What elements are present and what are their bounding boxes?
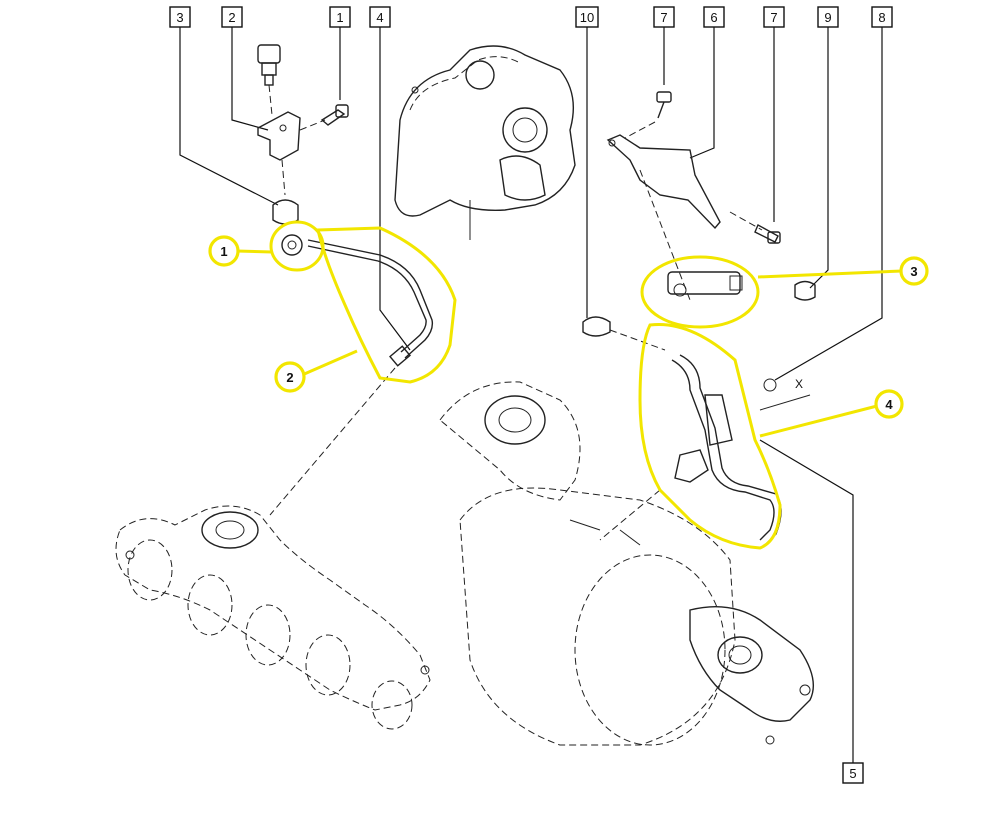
callout-9-top: 9 xyxy=(817,6,839,28)
svg-text:10: 10 xyxy=(580,10,594,25)
clamp-9 xyxy=(794,280,816,301)
svg-text:2: 2 xyxy=(286,370,293,385)
catalytic-converter xyxy=(439,381,814,746)
connector-right xyxy=(667,271,743,297)
bolt-7b xyxy=(729,211,781,244)
callout-8-top: 8 xyxy=(871,6,893,28)
callout-7b-top: 7 xyxy=(763,6,785,28)
callout-2-top: 2 xyxy=(221,6,243,28)
highlight-badge-2: 2 xyxy=(274,361,306,393)
callout-5-bottom: 5 xyxy=(842,762,864,784)
highlight-ring-3 xyxy=(640,255,903,329)
svg-text:7: 7 xyxy=(770,10,777,25)
highlight-badge-1: 1 xyxy=(208,235,240,267)
clamp-10 xyxy=(582,316,666,351)
turbocharger xyxy=(394,45,576,240)
sensor-bracket xyxy=(257,111,326,161)
pipe-left xyxy=(269,239,434,516)
highlight-badge-4: 4 xyxy=(874,389,904,419)
callout-4-top: 4 xyxy=(369,6,391,28)
bolt-7a xyxy=(624,91,672,139)
callout-7a-top: 7 xyxy=(653,6,675,28)
pipe-right xyxy=(599,354,782,545)
svg-text:6: 6 xyxy=(710,10,717,25)
clamp-upper xyxy=(272,159,299,225)
pipe-fitting-left xyxy=(281,234,303,256)
svg-text:4: 4 xyxy=(376,10,383,25)
bracket-bolt xyxy=(320,104,349,126)
exhaust-manifold xyxy=(115,505,431,730)
pressure-sensor xyxy=(257,44,281,116)
svg-text:8: 8 xyxy=(878,10,885,25)
svg-text:3: 3 xyxy=(910,264,917,279)
svg-text:2: 2 xyxy=(228,10,235,25)
svg-text:4: 4 xyxy=(885,397,893,412)
callout-1-top: 1 xyxy=(329,6,351,28)
sensor-bracket-right xyxy=(606,134,721,301)
svg-text:1: 1 xyxy=(220,244,227,259)
svg-text:X: X xyxy=(795,377,803,391)
callout-10-top: 10 xyxy=(575,6,599,28)
callout-6-top: 6 xyxy=(703,6,725,28)
callout-3-top: 3 xyxy=(169,6,191,28)
highlight-badge-3: 3 xyxy=(899,256,929,286)
dimension-x: X xyxy=(759,377,811,411)
svg-text:9: 9 xyxy=(824,10,831,25)
svg-text:3: 3 xyxy=(176,10,183,25)
highlight-ring-4 xyxy=(638,322,878,550)
svg-text:5: 5 xyxy=(849,766,856,781)
svg-text:7: 7 xyxy=(660,10,667,25)
leader-lines xyxy=(179,27,883,763)
highlight-ring-2 xyxy=(301,226,457,384)
svg-text:1: 1 xyxy=(336,10,343,25)
